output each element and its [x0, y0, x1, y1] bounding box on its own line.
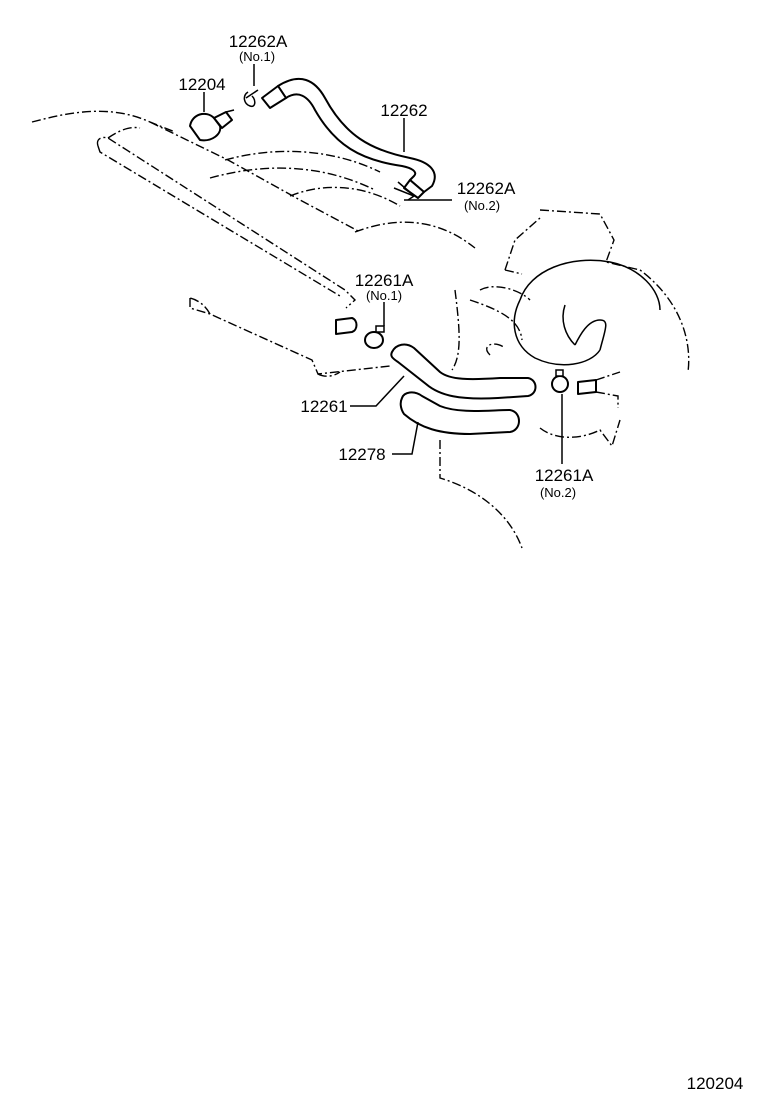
part-number: 12262 [380, 101, 427, 120]
part-number: 12261A [355, 271, 414, 290]
part-variant: (No.1) [366, 288, 402, 303]
hose-12278 [399, 391, 520, 435]
part-number: 12204 [178, 75, 225, 94]
clamp-12261a-no2 [551, 369, 597, 395]
part-number: 12261A [535, 466, 594, 485]
label-12261: 12261 [300, 397, 347, 416]
clip-12262a-no2 [393, 181, 416, 201]
part-variant: (No.2) [464, 198, 500, 213]
pipe-end-no1 [335, 317, 358, 335]
label-12262: 12262 [380, 101, 427, 120]
label-12261a-no1: 12261A (No.1) [355, 271, 414, 303]
part-number: 12278 [338, 445, 385, 464]
part-number: 12262A [229, 32, 288, 51]
hose-12262 [261, 77, 436, 199]
label-12261a-no2: 12261A (No.2) [535, 466, 594, 500]
label-12278: 12278 [338, 445, 385, 464]
part-variant: (No.2) [540, 485, 576, 500]
clip-12262a-no1 [243, 89, 259, 108]
figure-code: 120204 [687, 1074, 744, 1093]
engine-outline [31, 110, 690, 549]
label-12262a-no2: 12262A (No.2) [457, 179, 516, 213]
clamp-12261a-no1 [364, 325, 385, 349]
part-number: 12262A [457, 179, 516, 198]
throttle-body-outline [513, 259, 661, 366]
label-12262a-no1: 12262A (No.1) [229, 32, 288, 64]
valve-12204 [189, 109, 235, 142]
part-number: 12261 [300, 397, 347, 416]
part-variant: (No.1) [239, 49, 275, 64]
leader-lines [203, 64, 563, 464]
label-12204: 12204 [178, 75, 225, 94]
hose-12261 [390, 343, 537, 400]
